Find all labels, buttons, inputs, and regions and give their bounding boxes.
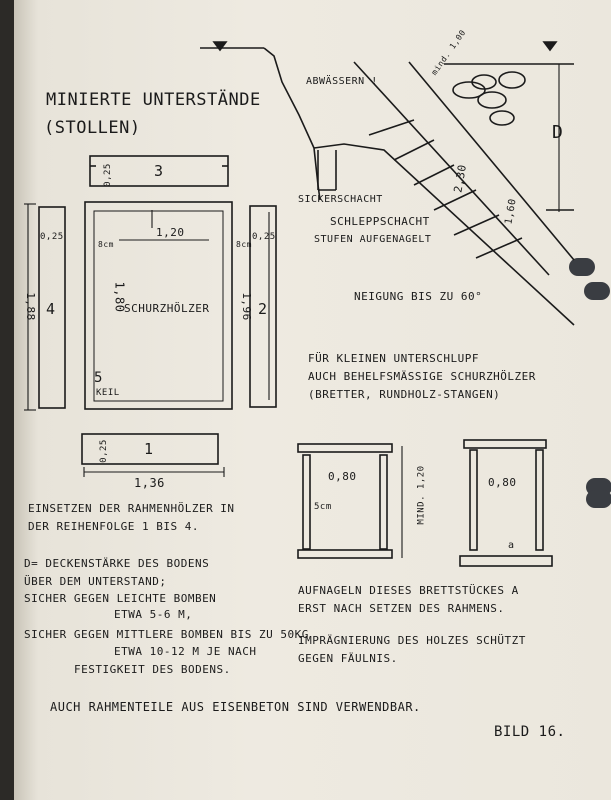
order-note-1: EINSETZEN DER RAHMENHÖLZER IN: [28, 502, 235, 515]
small-frame-1-height: mind. 1,20: [416, 465, 427, 525]
document-page: MINIERTE UNTERSTÄNDE (STOLLEN): [14, 0, 611, 800]
small-frame-1-width: 0,80: [328, 470, 357, 483]
plank-1: [81, 433, 219, 465]
small-unit-note-3: (BRETTER, RUNDHOLZ-STANGEN): [308, 388, 501, 401]
wedge-label: KEIL: [96, 388, 120, 398]
footer-note: AUCH RAHMENTEILE AUS EISENBETON SIND VER…: [50, 700, 421, 714]
steps-label: STUFEN AUFGENAGELT: [314, 234, 432, 245]
title-line2: (STOLLEN): [44, 118, 141, 138]
frame-caption: SCHURZHÖLZER: [124, 302, 210, 315]
depth-note-5: SICHER GEGEN MITTLERE BOMBEN BIS ZU 50kg: [24, 628, 309, 641]
depth-note-4: ETWA 5-6 m,: [114, 608, 193, 621]
frame-width: 1,20: [156, 226, 185, 239]
plank-3-thickness: 0,25: [102, 163, 113, 187]
binder-hole: [586, 490, 611, 508]
plank-2-thickness: 0,25: [252, 232, 276, 242]
incline-label: NEIGUNG BIS ZU 60°: [354, 290, 483, 303]
drag-shaft-label: SCHLEPPSCHACHT: [330, 215, 430, 228]
plank-4-length: 1,88: [23, 292, 37, 321]
plank-2-number: 2: [258, 300, 268, 318]
small-frame-2-marker: a: [508, 540, 515, 551]
frame-gap-left: 8cm: [98, 240, 114, 249]
order-note-2: DER REIHENFOLGE 1 BIS 4.: [28, 520, 199, 533]
binder-hole: [584, 282, 610, 300]
nail-note-1: AUFNAGELN DIESES BRETTSTÜCKES a: [298, 584, 519, 597]
impregnation-note-2: GEGEN FÄULNIS.: [298, 652, 398, 665]
seepage-shaft-label: SICKERSCHACHT: [298, 194, 383, 205]
dimension-lines: [24, 203, 270, 477]
plank-1-length: 1,36: [134, 476, 165, 490]
plank-2: [249, 205, 277, 408]
depth-note-6: ETWA 10-12 m JE NACH: [114, 645, 257, 658]
binder-hole: [569, 258, 595, 276]
wedge-number: 5: [94, 370, 103, 386]
impregnation-note-1: IMPRÄGNIERUNG DES HOLZES SCHÜTZT: [298, 634, 526, 647]
plank-3-number: 3: [154, 162, 164, 180]
depth-note-3: SICHER GEGEN LEICHTE BOMBEN: [24, 592, 217, 605]
small-frame-2-width: 0,80: [488, 476, 517, 489]
small-unit-note-2: AUCH BEHELFSMÄSSIGE SCHURZHÖLZER: [308, 370, 536, 383]
small-frame-1: [297, 443, 403, 559]
frame-outline: [84, 201, 233, 410]
depth-note-1: D= DECKENSTÄRKE DES BODENS: [24, 557, 210, 570]
drainage-label: ABWÄSSERN !: [306, 76, 378, 87]
plank-2-length: 1,96: [239, 292, 253, 321]
plank-1-thickness: 0,25: [98, 439, 109, 463]
plank-4-thickness: 0,25: [40, 232, 64, 242]
plank-1-number: 1: [144, 440, 154, 458]
depth-note-2: ÜBER DEM UNTERSTAND;: [24, 575, 167, 588]
frame-gap-right: 8cm: [236, 240, 252, 249]
plank-4: [38, 206, 66, 409]
nail-note-2: ERST NACH SETZEN DES RAHMENS.: [298, 602, 505, 615]
figure-label: BILD 16.: [494, 724, 566, 740]
plank-4-number: 4: [46, 300, 56, 318]
shaft-cross-section: [200, 41, 575, 326]
plank-3: [89, 155, 229, 187]
d-label: D: [552, 122, 564, 143]
depth-note-7: FESTIGKEIT DES BODENS.: [74, 663, 231, 676]
small-frame-2: [459, 439, 553, 567]
small-unit-note-1: FÜR KLEINEN UNTERSCHLUPF: [308, 352, 479, 365]
technical-drawing: [24, 41, 575, 567]
title-line1: MINIERTE UNTERSTÄNDE: [46, 90, 261, 110]
small-frame-1-thickness: 5cm: [314, 502, 332, 512]
